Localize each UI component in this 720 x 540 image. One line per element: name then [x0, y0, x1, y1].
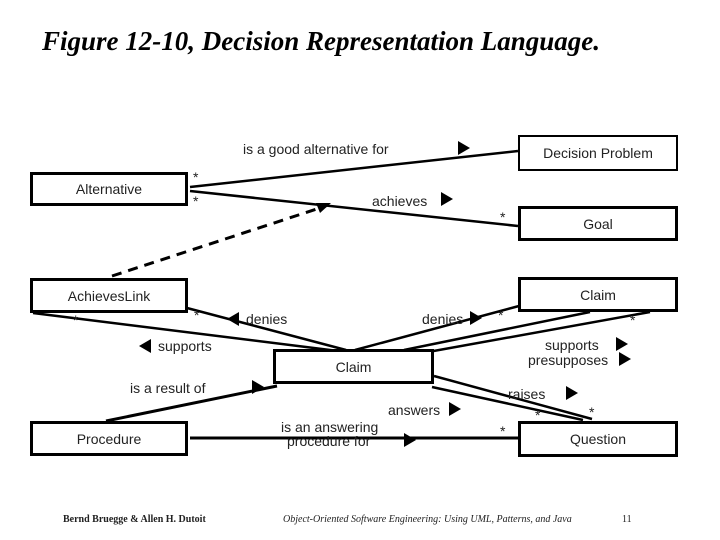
class-label: Goal: [583, 215, 613, 232]
assoc-line-achieves: [189, 189, 519, 228]
multiplicity-star: *: [73, 312, 79, 328]
assoc-line-is-a-good-alternative-for: [189, 149, 519, 189]
assoc-label-supports-claim: supports: [545, 337, 599, 353]
footer-book-title: Object-Oriented Software Engineering: Us…: [283, 514, 572, 525]
multiplicity-star: *: [500, 423, 506, 439]
multiplicity-star: *: [498, 307, 504, 323]
reading-arrow-right-icon: [458, 141, 470, 155]
assoc-label-denies-claim: denies: [422, 311, 464, 327]
class-box-alternative: Alternative: [30, 172, 188, 206]
assoc-label-presupposes-claim: presupposes: [528, 352, 609, 368]
assoc-line-is-a-result-of: [105, 384, 278, 423]
multiplicity-star: *: [193, 193, 199, 209]
assoc-label-answers: answers: [388, 402, 441, 418]
class-label: Claim: [580, 286, 616, 303]
footer-page-number: 11: [622, 514, 632, 525]
reading-arrow-right-icon: [404, 433, 416, 447]
class-box-goal: Goal: [518, 206, 678, 241]
assoc-label-denies-achieveslink: denies: [246, 311, 288, 327]
assoc-label-is-an-answering: is an answering: [281, 419, 379, 435]
reading-arrow-right-icon: [449, 402, 461, 416]
reading-arrow-right-icon: [616, 337, 628, 351]
class-label: AchievesLink: [67, 287, 151, 304]
assoc-line-raises: [433, 374, 593, 421]
assoc-label-is-a-result-of: is a result of: [130, 380, 206, 396]
class-label: Question: [569, 431, 627, 447]
assoc-label-supports-achieveslink: supports: [158, 338, 212, 354]
class-box-decision-problem: Decision Problem: [518, 135, 678, 171]
class-box-question: Question: [518, 421, 678, 457]
assoc-label-procedure-for: procedure for: [287, 433, 371, 449]
reading-arrow-left-icon: [227, 312, 239, 326]
multiplicity-star: *: [194, 307, 200, 323]
association-class-dashed-link: [111, 204, 327, 278]
reading-arrow-right-icon: [566, 386, 578, 400]
multiplicity-star: *: [589, 404, 595, 420]
reading-arrow-right-icon: [441, 192, 453, 206]
multiplicity-star: *: [535, 407, 541, 423]
assoc-line-supports-claim: [403, 310, 591, 352]
reading-arrow-right-icon: [252, 380, 264, 394]
dashed-link-arrowhead-icon: [316, 203, 331, 213]
assoc-line-denies-claim: [354, 304, 520, 352]
multiplicity-star: *: [193, 169, 199, 185]
footer-authors: Bernd Bruegge & Allen H. Dutoit: [63, 514, 206, 525]
assoc-label-is-a-good-alternative-for: is a good alternative for: [243, 141, 389, 157]
multiplicity-star: *: [630, 312, 636, 328]
class-box-claim-center: Claim: [273, 349, 434, 384]
class-box-claim-right: Claim: [518, 277, 678, 312]
multiplicity-star: *: [500, 209, 506, 225]
assoc-line-answers: [431, 385, 584, 422]
assoc-line-presupposes-claim: [427, 310, 651, 354]
reading-arrow-left-icon: [139, 339, 151, 353]
class-label: Alternative: [75, 181, 143, 197]
assoc-line-supports-achieveslink: [32, 311, 339, 353]
class-box-procedure: Procedure: [30, 421, 188, 456]
class-box-achieveslink: AchievesLink: [30, 278, 188, 313]
class-label: Procedure: [76, 430, 142, 447]
class-label: Claim: [335, 358, 372, 375]
slide-title: Figure 12-10, Decision Representation La…: [42, 26, 601, 56]
class-label: Decision Problem: [543, 145, 653, 161]
assoc-line-denies-achieveslink: [186, 306, 347, 352]
reading-arrow-right-icon: [619, 352, 631, 366]
assoc-label-raises: raises: [508, 386, 546, 402]
assoc-label-achieves: achieves: [372, 193, 428, 209]
reading-arrow-right-icon: [470, 311, 482, 325]
